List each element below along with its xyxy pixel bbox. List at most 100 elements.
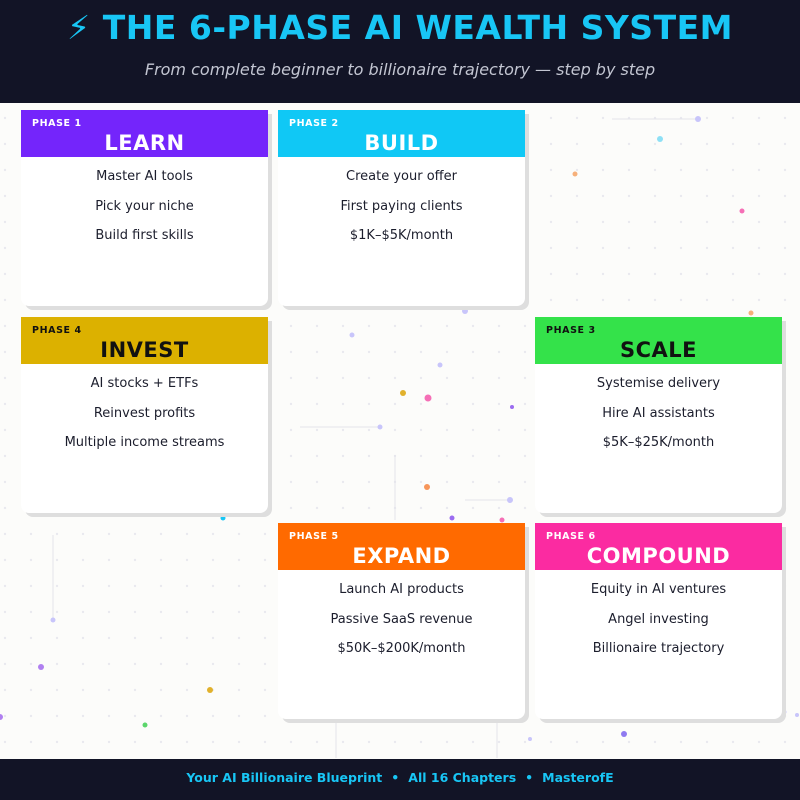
grid-dot xyxy=(627,168,631,172)
lightning-bolt-icon: ⚡ xyxy=(67,8,91,47)
grid-dot xyxy=(81,636,85,640)
phase-item: $1K–$5K/month xyxy=(349,228,454,243)
grid-dot xyxy=(679,298,683,302)
grid-dot xyxy=(705,220,709,224)
grid-dot xyxy=(159,610,163,614)
grid-dot xyxy=(3,324,7,328)
grid-dot xyxy=(601,116,605,120)
grid-dot xyxy=(601,194,605,198)
grid-dot xyxy=(445,506,449,510)
grid-dot xyxy=(783,740,787,744)
grid-dot xyxy=(549,168,553,172)
grid-dot xyxy=(315,350,319,354)
grid-dot xyxy=(497,402,501,406)
phase-number: PHASE 5 xyxy=(289,531,339,542)
grid-dot xyxy=(705,116,709,120)
grid-dot xyxy=(289,454,293,458)
grid-dot xyxy=(627,298,631,302)
grid-dot xyxy=(575,116,579,120)
grid-dot xyxy=(341,324,345,328)
grid-dot xyxy=(575,168,579,172)
footer-blueprint-text: Your AI Billionaire Blueprint xyxy=(186,770,383,785)
grid-dot xyxy=(3,220,7,224)
grid-dot xyxy=(783,532,787,536)
grid-dot xyxy=(315,376,319,380)
grid-dot xyxy=(29,558,33,562)
phase-card-expand: PHASE 5 EXPAND Launch AI products Passiv… xyxy=(278,523,525,719)
grid-dot xyxy=(3,714,7,718)
grid-dot xyxy=(653,246,657,250)
grid-dot xyxy=(341,376,345,380)
grid-dot xyxy=(159,584,163,588)
grid-dot xyxy=(627,740,631,744)
phase-item: Passive SaaS revenue xyxy=(330,611,473,627)
grid-dot xyxy=(107,662,111,666)
grid-dot xyxy=(757,142,761,146)
grid-dot xyxy=(783,558,787,562)
grid-dot xyxy=(549,272,553,276)
grid-dot xyxy=(341,428,345,432)
grid-dot xyxy=(497,480,501,484)
grid-dot xyxy=(549,194,553,198)
grid-dot xyxy=(3,532,7,536)
phase-item: Angel investing xyxy=(608,611,709,627)
grid-dot xyxy=(263,584,267,588)
grid-dot xyxy=(263,558,267,562)
phase-item: Launch AI products xyxy=(339,582,464,597)
phase-number: PHASE 6 xyxy=(546,531,596,542)
grid-dot xyxy=(471,454,475,458)
grid-dot xyxy=(107,532,111,536)
grid-dot xyxy=(263,714,267,718)
header-bar: ⚡ THE 6-PHASE AI WEALTH SYSTEM From comp… xyxy=(0,0,800,103)
grid-dot xyxy=(653,168,657,172)
grid-dot xyxy=(367,428,371,432)
grid-dot xyxy=(445,350,449,354)
grid-dot xyxy=(263,662,267,666)
grid-dot xyxy=(445,480,449,484)
grid-dot xyxy=(237,584,241,588)
grid-dot xyxy=(367,740,371,744)
grid-dot xyxy=(3,116,7,120)
grid-dot xyxy=(783,194,787,198)
phase-item: $50K–$200K/month xyxy=(337,641,466,656)
grid-dot xyxy=(549,740,553,744)
grid-dot xyxy=(159,740,163,744)
phase-card-compound: PHASE 6 COMPOUND Equity in AI ventures A… xyxy=(535,523,782,719)
grid-dot xyxy=(679,246,683,250)
grid-dot xyxy=(731,298,735,302)
grid-dot xyxy=(185,636,189,640)
grid-dot xyxy=(783,480,787,484)
grid-dot xyxy=(783,584,787,588)
grid-dot xyxy=(575,298,579,302)
grid-dot xyxy=(419,506,423,510)
grid-dot xyxy=(263,610,267,614)
grid-dot xyxy=(497,506,501,510)
grid-dot xyxy=(419,350,423,354)
grid-dot xyxy=(159,662,163,666)
grid-dot xyxy=(757,740,761,744)
grid-dot xyxy=(445,324,449,328)
grid-dot xyxy=(55,532,59,536)
grid-dot xyxy=(211,584,215,588)
grid-dot xyxy=(3,740,7,744)
grid-dot xyxy=(211,610,215,614)
footer-bar: Your AI Billionaire Blueprint•All 16 Cha… xyxy=(0,759,800,800)
grid-dot xyxy=(393,350,397,354)
grid-dot xyxy=(55,610,59,614)
grid-dot xyxy=(315,428,319,432)
grid-dot xyxy=(783,662,787,666)
grid-dot xyxy=(133,714,137,718)
grid-dot xyxy=(653,272,657,276)
grid-dot xyxy=(471,506,475,510)
grid-dot xyxy=(237,558,241,562)
grid-dot xyxy=(3,688,7,692)
phase-card-header: PHASE 6 COMPOUND xyxy=(535,523,782,570)
grid-dot xyxy=(29,688,33,692)
grid-dot xyxy=(757,246,761,250)
grid-dot xyxy=(731,194,735,198)
phase-number: PHASE 4 xyxy=(32,325,82,336)
grid-dot xyxy=(393,402,397,406)
phase-card-build: PHASE 2 BUILD Create your offer First pa… xyxy=(278,110,525,306)
phase-item: Systemise delivery xyxy=(596,376,721,391)
phase-item: AI stocks + ETFs xyxy=(90,376,199,391)
